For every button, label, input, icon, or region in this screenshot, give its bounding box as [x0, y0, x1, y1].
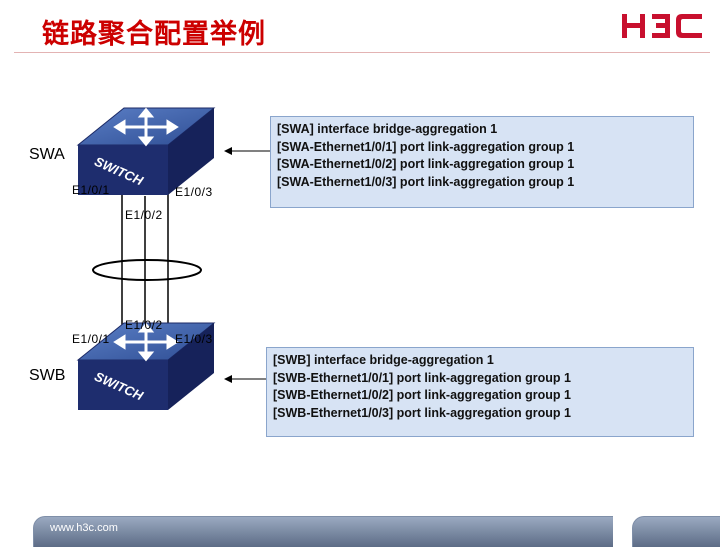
switch-icon[interactable]: SWITCH [76, 322, 216, 410]
swa-port-e102: E1/0/2 [125, 208, 163, 222]
swa-port-e103: E1/0/3 [175, 185, 213, 199]
swa-port-e101: E1/0/1 [72, 183, 110, 197]
swb-label: SWB [29, 367, 66, 384]
slide-title: 链路聚合配置举例 [42, 19, 266, 50]
swa-label: SWA [29, 146, 65, 163]
swb-port-e103: E1/0/3 [175, 332, 213, 346]
footer-bar [33, 516, 613, 547]
footer-url[interactable]: www.h3c.com [50, 522, 118, 534]
swb-port-e101: E1/0/1 [72, 332, 110, 346]
aggregation-ellipse-icon [92, 259, 202, 281]
h3c-logo [622, 14, 702, 38]
swa-config-box: [SWA] interface bridge-aggregation 1 [SW… [270, 116, 694, 208]
title-divider [14, 52, 710, 53]
swb-port-e102: E1/0/2 [125, 318, 163, 332]
footer-bar-right [632, 516, 720, 547]
switch-icon[interactable]: SWITCH [76, 107, 216, 195]
swb-config-box: [SWB] interface bridge-aggregation 1 [SW… [266, 347, 694, 437]
